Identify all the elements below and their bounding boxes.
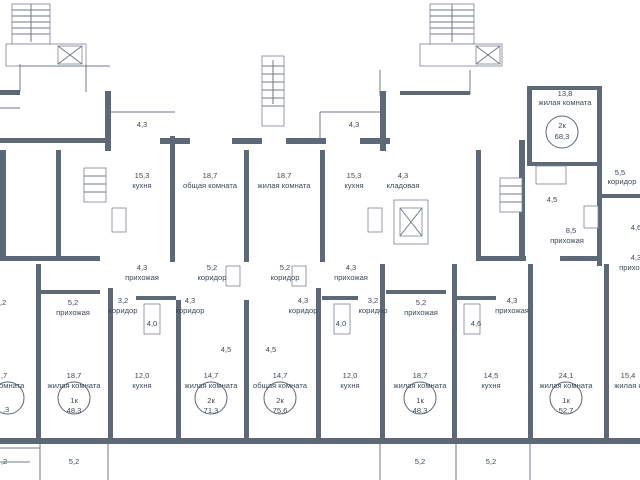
corridor-label: коридор xyxy=(608,177,637,186)
corridor-4-label: коридор xyxy=(176,306,205,315)
corridor-6-area: 3,2 xyxy=(368,296,379,305)
balcony-right-area: 4,3 xyxy=(349,120,360,129)
common-2k-b-unit-area: 75,6 xyxy=(273,406,288,415)
corridor-3-area: 3,2 xyxy=(118,296,129,305)
kitchen-c-area: 14,5 xyxy=(484,371,499,380)
kitchen-a-label: кухня xyxy=(132,381,151,390)
bath-5-area: 4,6 xyxy=(471,319,482,328)
living-1k-a-area: 18,7 xyxy=(67,371,82,380)
hall-2-label: прихожая xyxy=(334,273,368,282)
bath-2-area: 4,5 xyxy=(221,345,232,354)
common-room-mid-label: общая комната xyxy=(183,181,238,190)
stair-interior-right xyxy=(499,177,523,213)
walls xyxy=(0,86,640,444)
corridor-3-label: коридор xyxy=(109,306,138,315)
corridor-2-label: коридор xyxy=(271,273,300,282)
kitchen-left-area: 15,3 xyxy=(135,171,150,180)
top-area: 13,8 xyxy=(558,89,573,98)
hall-3-area: 5,2 xyxy=(68,298,79,307)
living-room-mid-area: 18,7 xyxy=(277,171,292,180)
living-1k-c-type: 1к xyxy=(562,396,570,405)
bath-4-area: 4,0 xyxy=(336,319,347,328)
left-edge-unit-area: ,3 xyxy=(3,405,9,414)
kitchen-left-label: кухня xyxy=(132,181,151,190)
hall-3-label: прихожая xyxy=(56,308,90,317)
unit-badges xyxy=(0,115,583,415)
common-2k-b-label: общая комната xyxy=(253,381,308,390)
common-2k-b-type: 2к xyxy=(276,396,284,405)
top-unit-area: 68,3 xyxy=(555,132,570,141)
living-2k-a-type: 2к xyxy=(207,396,215,405)
living-1k-c-unit-area: 52,7 xyxy=(559,406,574,415)
storage-label: кладовая xyxy=(386,181,419,190)
bath-upper-area: 4,5 xyxy=(547,195,558,204)
right-edge-bottom-room: жилая к xyxy=(614,381,640,390)
stair-top-left xyxy=(5,3,87,67)
corridor-5-area: 4,3 xyxy=(298,296,309,305)
living-1k-b-type: 1к xyxy=(416,396,424,405)
common-2k-b-area: 14,7 xyxy=(273,371,288,380)
hall-label: прихожая xyxy=(550,236,584,245)
corridor-6-label: коридор xyxy=(359,306,388,315)
living-room-mid-label: жилая комната xyxy=(258,181,312,190)
storage-area: 4,3 xyxy=(398,171,409,180)
living-1k-b-area: 18,7 xyxy=(413,371,428,380)
hall-1-area: 4,3 xyxy=(137,263,148,272)
bath-3-area: 4,5 xyxy=(266,345,277,354)
living-1k-a-label: жилая комната xyxy=(48,381,102,390)
stair-top-center xyxy=(261,55,285,127)
corridor-1-label: коридор xyxy=(198,273,227,282)
stair-top-right xyxy=(419,3,503,67)
kitchen-b-area: 12,0 xyxy=(343,371,358,380)
living-1k-a-type: 1к xyxy=(70,396,78,405)
hall-5-label: прихожая xyxy=(495,306,529,315)
hall-5-area: 4,3 xyxy=(507,296,518,305)
corridor-5-label: коридор xyxy=(289,306,318,315)
top-unit-type: 2к xyxy=(558,121,566,130)
fixtures xyxy=(111,165,599,335)
stair-interior-left xyxy=(83,167,107,203)
common-room-mid-area: 18,7 xyxy=(203,171,218,180)
living-2k-a-area: 14,7 xyxy=(204,371,219,380)
corridor-2-area: 5,2 xyxy=(280,263,291,272)
hall-4-label: прихожая xyxy=(404,308,438,317)
top-room-label: жилая комната xyxy=(539,98,593,107)
kitchen-a-area: 12,0 xyxy=(135,371,150,380)
corridor-4-area: 4,3 xyxy=(185,296,196,305)
living-1k-c-area: 24,1 xyxy=(559,371,574,380)
balcony-left-area: 4,3 xyxy=(137,120,148,129)
balcony-bottom-2: 5,2 xyxy=(415,457,426,466)
kitchen-c-label: кухня xyxy=(481,381,500,390)
elevator-shaft xyxy=(393,199,429,245)
left-edge-area: ,7 xyxy=(1,371,7,380)
living-1k-a-unit-area: 48,3 xyxy=(67,406,82,415)
left-edge-bottom: ,2 xyxy=(1,457,7,466)
left-edge-hall-area: ,2 xyxy=(0,298,6,307)
balcony-bottom-3: 5,2 xyxy=(486,457,497,466)
right-edge-bottom-area: 15,4 xyxy=(621,371,636,380)
hall-1-label: прихожая xyxy=(125,273,159,282)
living-2k-a-unit-area: 71,3 xyxy=(204,406,219,415)
bath-1-area: 4,0 xyxy=(147,319,158,328)
kitchen-right-label: кухня xyxy=(344,181,363,190)
balcony-bottom-1: 5,2 xyxy=(69,457,80,466)
left-edge-room: комната xyxy=(0,381,25,390)
right-edge-area: 4,6 xyxy=(631,223,640,232)
right-edge-hall-area: 4,3 xyxy=(631,253,640,262)
living-1k-b-unit-area: 48,3 xyxy=(413,406,428,415)
right-edge-hall-label: прихожа xyxy=(619,263,640,272)
living-1k-c-label: жилая комната xyxy=(540,381,594,390)
kitchen-right-area: 15,3 xyxy=(347,171,362,180)
corridor-1-area: 5,2 xyxy=(207,263,218,272)
hall-2-area: 4,3 xyxy=(346,263,357,272)
hall-area: 8,5 xyxy=(566,226,577,235)
corridor-area: 5,5 xyxy=(615,168,626,177)
living-2k-a-label: жилая комната xyxy=(185,381,239,390)
hall-4-area: 5,2 xyxy=(416,298,427,307)
kitchen-b-label: кухня xyxy=(340,381,359,390)
living-1k-b-label: жилая комната xyxy=(394,381,448,390)
